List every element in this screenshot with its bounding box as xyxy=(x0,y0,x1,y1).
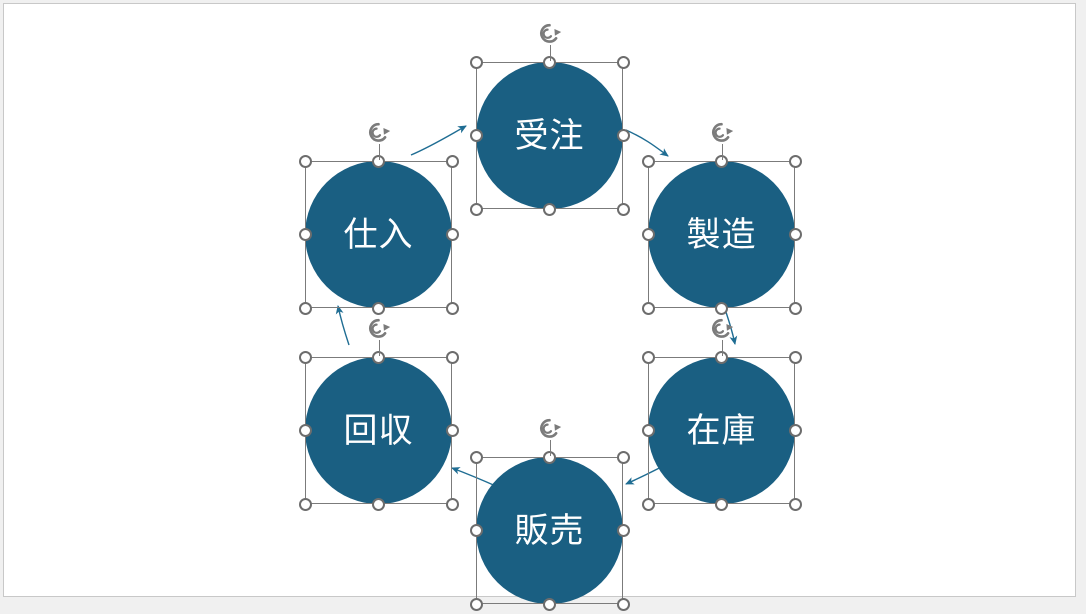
resize-handle-bottom-center-juchu[interactable] xyxy=(543,202,556,216)
resize-handle-bottom-right-juchu[interactable] xyxy=(616,202,630,216)
rotate-icon[interactable] xyxy=(534,416,564,442)
resize-handle-bottom-left-kaishu[interactable] xyxy=(298,497,312,511)
rotate-icon[interactable] xyxy=(706,316,736,342)
rotate-handle-stem-kaishu xyxy=(378,340,380,356)
shape-label-zaiko: 在庫 xyxy=(686,410,757,451)
oval-shiire[interactable]: 仕入 xyxy=(305,161,452,308)
shape-label-hanbai: 販売 xyxy=(514,510,585,551)
resize-handle-top-left-shiire[interactable] xyxy=(298,154,312,168)
selection-box-seizo xyxy=(648,161,795,308)
rotate-handle-stem-juchu xyxy=(549,45,551,61)
shape-hanbai[interactable]: 販売 xyxy=(469,418,630,611)
shape-label-juchu: 受注 xyxy=(514,115,585,156)
resize-handle-bottom-center-shiire[interactable] xyxy=(372,301,385,315)
resize-handle-top-right-juchu[interactable] xyxy=(616,55,630,69)
resize-handle-bottom-center-kaishu[interactable] xyxy=(372,497,385,511)
shape-label-seizo: 製造 xyxy=(686,214,757,255)
oval-juchu[interactable]: 受注 xyxy=(476,62,623,209)
resize-handle-middle-right-zaiko[interactable] xyxy=(788,424,802,437)
resize-handle-middle-left-hanbai[interactable] xyxy=(469,524,483,537)
resize-handle-bottom-right-hanbai[interactable] xyxy=(616,597,630,611)
resize-handle-middle-left-juchu[interactable] xyxy=(469,129,483,142)
resize-handle-bottom-right-zaiko[interactable] xyxy=(788,497,802,511)
resize-handle-top-left-juchu[interactable] xyxy=(469,55,483,69)
resize-handle-middle-left-kaishu[interactable] xyxy=(298,424,312,437)
resize-handle-bottom-center-hanbai[interactable] xyxy=(543,597,556,611)
rotate-handle-hanbai[interactable] xyxy=(534,416,568,456)
resize-handle-bottom-left-hanbai[interactable] xyxy=(469,597,483,611)
resize-handle-middle-right-juchu[interactable] xyxy=(616,129,630,142)
rotate-handle-seizo[interactable] xyxy=(706,120,740,160)
rotate-icon[interactable] xyxy=(363,120,393,146)
shape-label-shiire: 仕入 xyxy=(343,214,414,255)
resize-handle-middle-right-seizo[interactable] xyxy=(788,228,802,241)
resize-handle-middle-right-hanbai[interactable] xyxy=(616,524,630,537)
shape-seizo[interactable]: 製造 xyxy=(641,122,802,315)
shape-zaiko[interactable]: 在庫 xyxy=(641,318,802,511)
rotate-icon[interactable] xyxy=(706,120,736,146)
resize-handle-middle-right-shiire[interactable] xyxy=(445,228,459,241)
rotate-handle-stem-seizo xyxy=(721,144,723,160)
rotate-icon[interactable] xyxy=(534,21,564,47)
shape-label-kaishu: 回収 xyxy=(343,410,414,451)
connector-shiire-to-juchu[interactable] xyxy=(410,125,467,156)
resize-handle-bottom-left-seizo[interactable] xyxy=(641,301,655,315)
resize-handle-top-right-kaishu[interactable] xyxy=(445,350,459,364)
resize-handle-top-right-hanbai[interactable] xyxy=(616,450,630,464)
resize-handle-bottom-right-kaishu[interactable] xyxy=(445,497,459,511)
resize-handle-top-right-zaiko[interactable] xyxy=(788,350,802,364)
resize-handle-middle-right-kaishu[interactable] xyxy=(445,424,459,437)
resize-handle-top-left-hanbai[interactable] xyxy=(469,450,483,464)
resize-handle-top-left-kaishu[interactable] xyxy=(298,350,312,364)
selection-box-juchu xyxy=(476,62,623,209)
resize-handle-bottom-center-zaiko[interactable] xyxy=(715,497,728,511)
rotate-handle-stem-zaiko xyxy=(721,340,723,356)
resize-handle-top-left-seizo[interactable] xyxy=(641,154,655,168)
rotate-handle-zaiko[interactable] xyxy=(706,316,740,356)
resize-handle-top-right-seizo[interactable] xyxy=(788,154,802,168)
resize-handle-top-left-zaiko[interactable] xyxy=(641,350,655,364)
rotate-handle-juchu[interactable] xyxy=(534,21,568,61)
oval-hanbai[interactable]: 販売 xyxy=(476,457,623,604)
selection-box-zaiko xyxy=(648,357,795,504)
rotate-handle-stem-hanbai xyxy=(549,440,551,456)
resize-handle-top-right-shiire[interactable] xyxy=(445,154,459,168)
resize-handle-middle-left-seizo[interactable] xyxy=(641,228,655,241)
connector-juchu-to-seizo[interactable] xyxy=(625,129,669,157)
rotate-handle-kaishu[interactable] xyxy=(363,316,397,356)
connector-kaishu-to-shiire[interactable] xyxy=(335,305,350,346)
selection-box-shiire xyxy=(305,161,452,308)
resize-handle-bottom-right-shiire[interactable] xyxy=(445,301,459,315)
shape-shiire[interactable]: 仕入 xyxy=(298,122,459,315)
resize-handle-middle-left-shiire[interactable] xyxy=(298,228,312,241)
resize-handle-bottom-right-seizo[interactable] xyxy=(788,301,802,315)
shape-juchu[interactable]: 受注 xyxy=(469,23,630,216)
resize-handle-bottom-left-juchu[interactable] xyxy=(469,202,483,216)
resize-handle-middle-left-zaiko[interactable] xyxy=(641,424,655,437)
rotate-icon[interactable] xyxy=(363,316,393,342)
oval-seizo[interactable]: 製造 xyxy=(648,161,795,308)
rotate-handle-shiire[interactable] xyxy=(363,120,397,160)
resize-handle-bottom-center-seizo[interactable] xyxy=(715,301,728,315)
rotate-handle-stem-shiire xyxy=(378,144,380,160)
resize-handle-bottom-left-shiire[interactable] xyxy=(298,301,312,315)
selection-box-hanbai xyxy=(476,457,623,604)
shape-kaishu[interactable]: 回収 xyxy=(298,318,459,511)
oval-kaishu[interactable]: 回収 xyxy=(305,357,452,504)
resize-handle-bottom-left-zaiko[interactable] xyxy=(641,497,655,511)
selection-box-kaishu xyxy=(305,357,452,504)
oval-zaiko[interactable]: 在庫 xyxy=(648,357,795,504)
